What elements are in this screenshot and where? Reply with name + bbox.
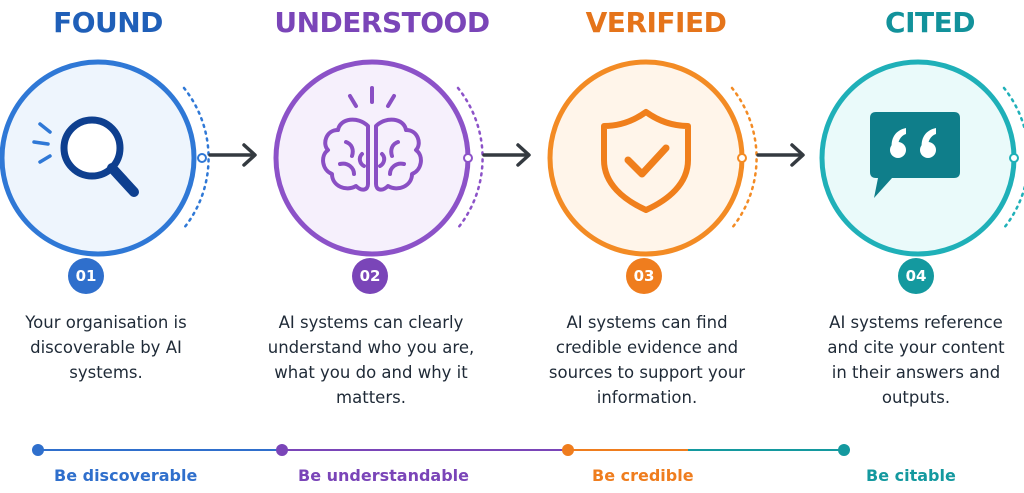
step-number-badge: 02 (352, 258, 388, 294)
timeline-label: Be understandable (298, 466, 469, 485)
shield-check-icon (601, 109, 691, 213)
timeline-label: Be citable (866, 466, 956, 485)
step-understood: UNDERSTOOD 02 AI systems can clearly (262, 0, 502, 440)
timeline-dot (838, 444, 850, 456)
timeline-dot (32, 444, 44, 456)
step-circle (536, 58, 776, 268)
step-number-badge: 01 (68, 258, 104, 294)
magnifier-icon (32, 116, 139, 197)
brain-icon (321, 86, 423, 192)
timeline-dot (562, 444, 574, 456)
progress-timeline (32, 444, 850, 456)
quote-bubble-icon (870, 112, 960, 198)
step-title: CITED (885, 6, 975, 39)
step-circle (810, 58, 1024, 268)
step-description: AI systems reference and cite your conte… (827, 313, 1005, 407)
step-title: VERIFIED (585, 6, 727, 39)
step-circle (0, 58, 228, 268)
step-description: AI systems can find credible evidence an… (548, 313, 746, 407)
step-circle (262, 58, 502, 268)
step-title: UNDERSTOOD (274, 6, 490, 39)
arrow-right-icon (208, 143, 257, 167)
step-title: FOUND (53, 6, 163, 39)
step-description: AI systems can clearly understand who yo… (267, 313, 475, 407)
timeline-label: Be credible (592, 466, 694, 485)
step-cited: CITED 04 AI systems reference and cite y… (810, 0, 1024, 440)
arrow-right-icon (756, 143, 805, 167)
arrow-right-icon (482, 143, 531, 167)
step-description: Your organisation is discoverable by AI … (25, 313, 187, 382)
step-number-badge: 03 (626, 258, 662, 294)
timeline-dot (276, 444, 288, 456)
timeline-label: Be discoverable (54, 466, 198, 485)
step-number-badge: 04 (898, 258, 934, 294)
step-verified: VERIFIED 03 AI systems can find credible… (536, 0, 776, 440)
step-found: FOUND 01 Your organisation is discoverab… (0, 0, 228, 440)
